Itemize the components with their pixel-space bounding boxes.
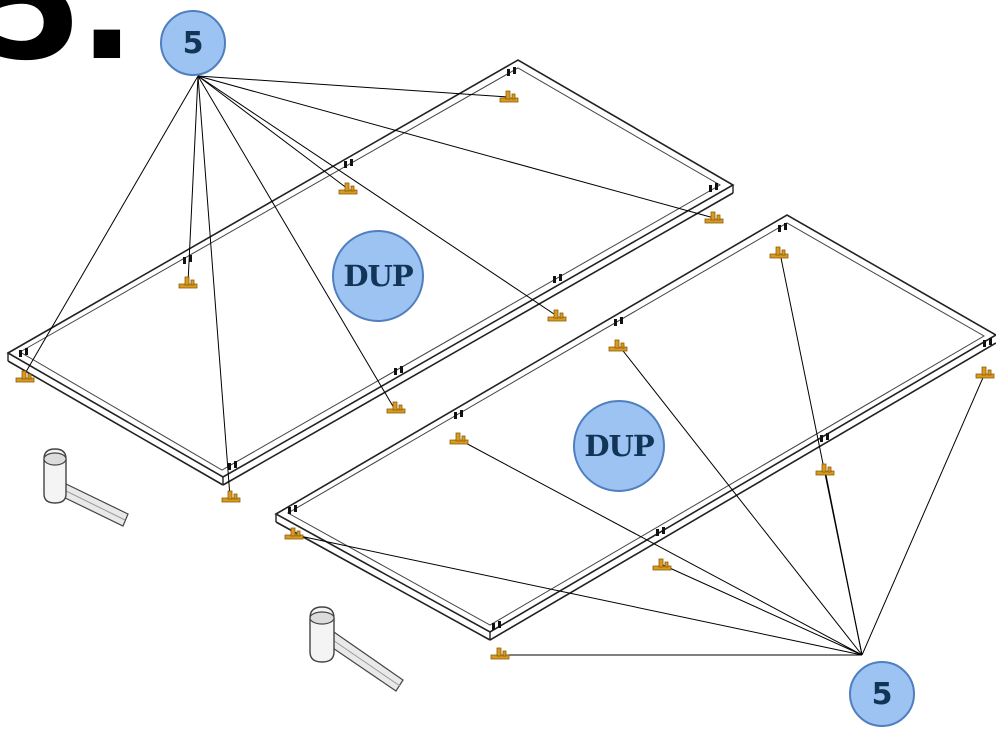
leader-lines-bottom <box>294 252 986 656</box>
mallet-icon <box>309 606 404 692</box>
quantity-badge-top: 5 <box>160 10 226 76</box>
quantity-badge-bottom: 5 <box>849 661 915 727</box>
leader-lines-top <box>22 75 715 498</box>
step-number: 5. <box>0 0 135 94</box>
duplicate-badge-right: DUP <box>573 400 665 492</box>
duplicate-badge-left: DUP <box>332 230 424 322</box>
mallet-icon <box>43 448 129 527</box>
